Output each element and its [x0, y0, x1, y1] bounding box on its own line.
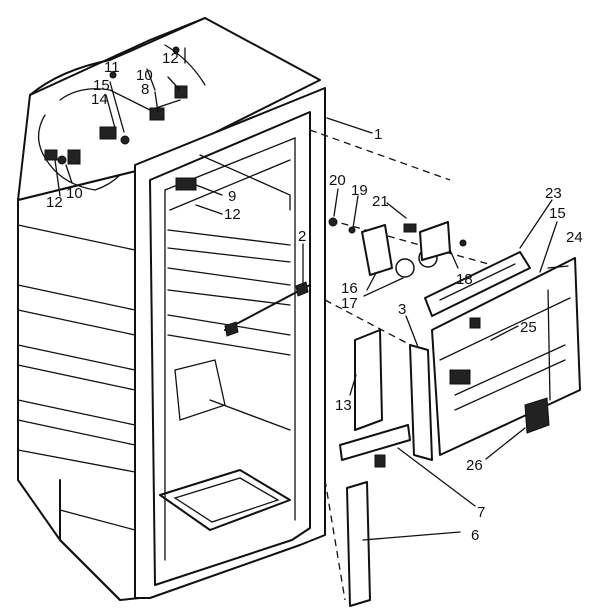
- callout-2: 2: [298, 228, 306, 245]
- leader-lines: [54, 47, 569, 541]
- callout-23: 23: [545, 185, 562, 202]
- callout-3: 3: [398, 301, 406, 318]
- callout-24: 24: [566, 229, 583, 246]
- callout-10-top: 10: [136, 67, 153, 84]
- callout-12-middle: 12: [224, 206, 241, 223]
- refrigerator-cabinet: [17, 17, 326, 601]
- callout-21: 21: [372, 193, 389, 210]
- evaporator-cover-assembly: [309, 129, 581, 607]
- callout-7: 7: [477, 504, 485, 521]
- callout-6: 6: [471, 527, 479, 544]
- callout-labels: 1 2 3 6 7 8 9 10 10 11 12 12 12 13 14 15…: [46, 50, 583, 544]
- top-control-parts: [38, 44, 206, 191]
- callout-8: 8: [141, 81, 149, 98]
- callout-14: 14: [91, 91, 108, 108]
- callout-11: 11: [104, 59, 120, 76]
- callout-10-left: 10: [66, 185, 83, 202]
- callout-25: 25: [520, 319, 537, 336]
- callout-9: 9: [228, 188, 236, 205]
- callout-26: 26: [466, 457, 483, 474]
- callout-19: 19: [351, 182, 368, 199]
- callout-17: 17: [341, 295, 358, 312]
- callout-15-right: 15: [549, 205, 566, 222]
- callout-20: 20: [329, 172, 346, 189]
- callout-12-left: 12: [46, 194, 63, 211]
- callout-18: 18: [456, 271, 473, 288]
- callout-15-top: 15: [93, 77, 110, 94]
- callout-16: 16: [341, 280, 358, 297]
- callout-12-top: 12: [162, 50, 179, 67]
- callout-1: 1: [374, 126, 382, 143]
- callout-13: 13: [335, 397, 352, 414]
